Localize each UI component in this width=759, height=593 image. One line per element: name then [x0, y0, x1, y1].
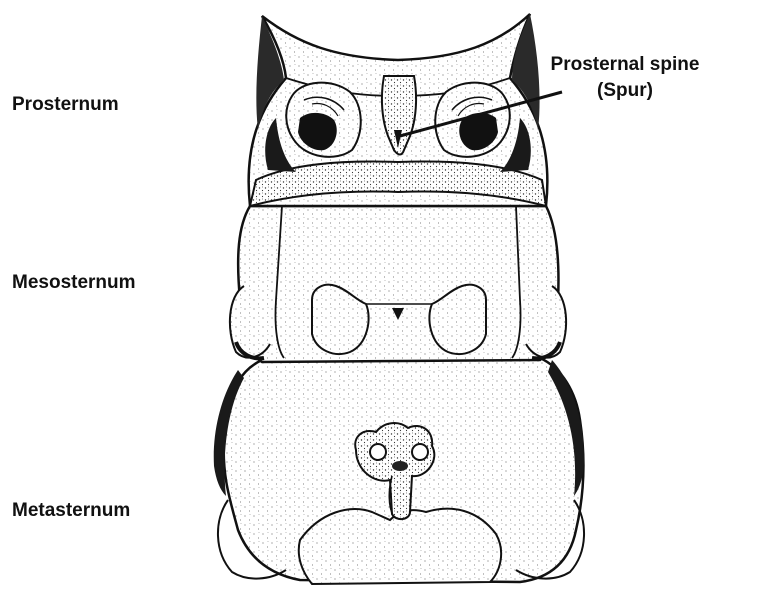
callout-line-2: (Spur) — [535, 78, 715, 104]
prosternal-spine-callout: Prosternal spine (Spur) — [535, 52, 715, 104]
prosternum-label: Prosternum — [12, 94, 119, 116]
left-procoxa — [286, 83, 361, 157]
metasternum-label: Metasternum — [12, 500, 130, 522]
right-procoxa — [435, 83, 510, 157]
mesosternum-plate — [238, 206, 558, 362]
callout-line-1: Prosternal spine — [535, 52, 715, 78]
mesosternum-label: Mesosternum — [12, 272, 136, 294]
